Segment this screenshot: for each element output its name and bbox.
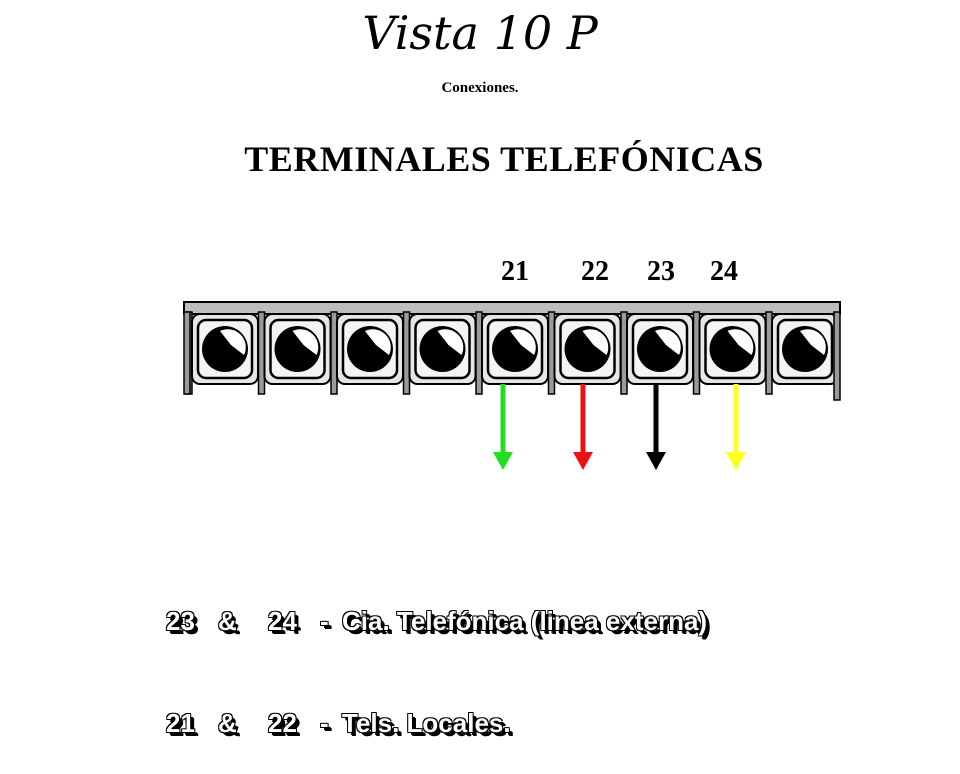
screw-terminal	[185, 311, 259, 395]
terminal-block-diagram	[183, 301, 841, 470]
terminal-label-21: 21	[501, 256, 529, 287]
section-heading: TERMINALES TELEFÓNICAS	[244, 139, 764, 179]
screw-terminal	[257, 311, 332, 395]
wire-arrow-24	[726, 384, 746, 470]
screw-terminal	[475, 311, 549, 395]
wire-arrow-23	[646, 384, 666, 470]
legend-ampersand: &	[218, 606, 237, 636]
terminal-label-22: 22	[581, 256, 609, 287]
connection-legend: 23&24-Cia. Telefónica (linea externa) 21…	[166, 536, 707, 774]
legend-terminal-b: 22	[268, 708, 297, 738]
terminal-label-24: 24	[710, 256, 738, 287]
wire-arrows	[493, 384, 746, 470]
terminal-label-23: 23	[647, 256, 675, 287]
screw-terminal	[692, 311, 767, 395]
legend-terminal-a: 21	[166, 708, 195, 738]
screw-terminal	[620, 311, 694, 395]
terminal-block	[183, 301, 841, 401]
legend-row: 23& 24-Cia. Telefónica (linea externa)	[166, 604, 707, 638]
screw-terminal	[402, 311, 477, 395]
screw-terminal	[330, 311, 404, 395]
wire-arrow-22	[573, 384, 593, 470]
legend-terminal-b: 24	[268, 606, 297, 636]
legend-dash: -	[320, 708, 329, 738]
wire-arrow-21	[493, 384, 513, 470]
legend-dash: -	[320, 606, 329, 636]
page-title: Vista 10 P	[362, 6, 598, 60]
page-subtitle: Conexiones.	[441, 80, 519, 96]
legend-description: Tels. Locales.	[342, 708, 511, 738]
screw-terminal	[765, 311, 839, 395]
legend-row: 21& 22-Tels. Locales.	[166, 706, 707, 740]
screw-terminal	[547, 311, 622, 395]
legend-terminal-a: 23	[166, 606, 195, 636]
legend-description: Cia. Telefónica (linea externa)	[342, 606, 708, 636]
legend-ampersand: &	[218, 708, 237, 738]
